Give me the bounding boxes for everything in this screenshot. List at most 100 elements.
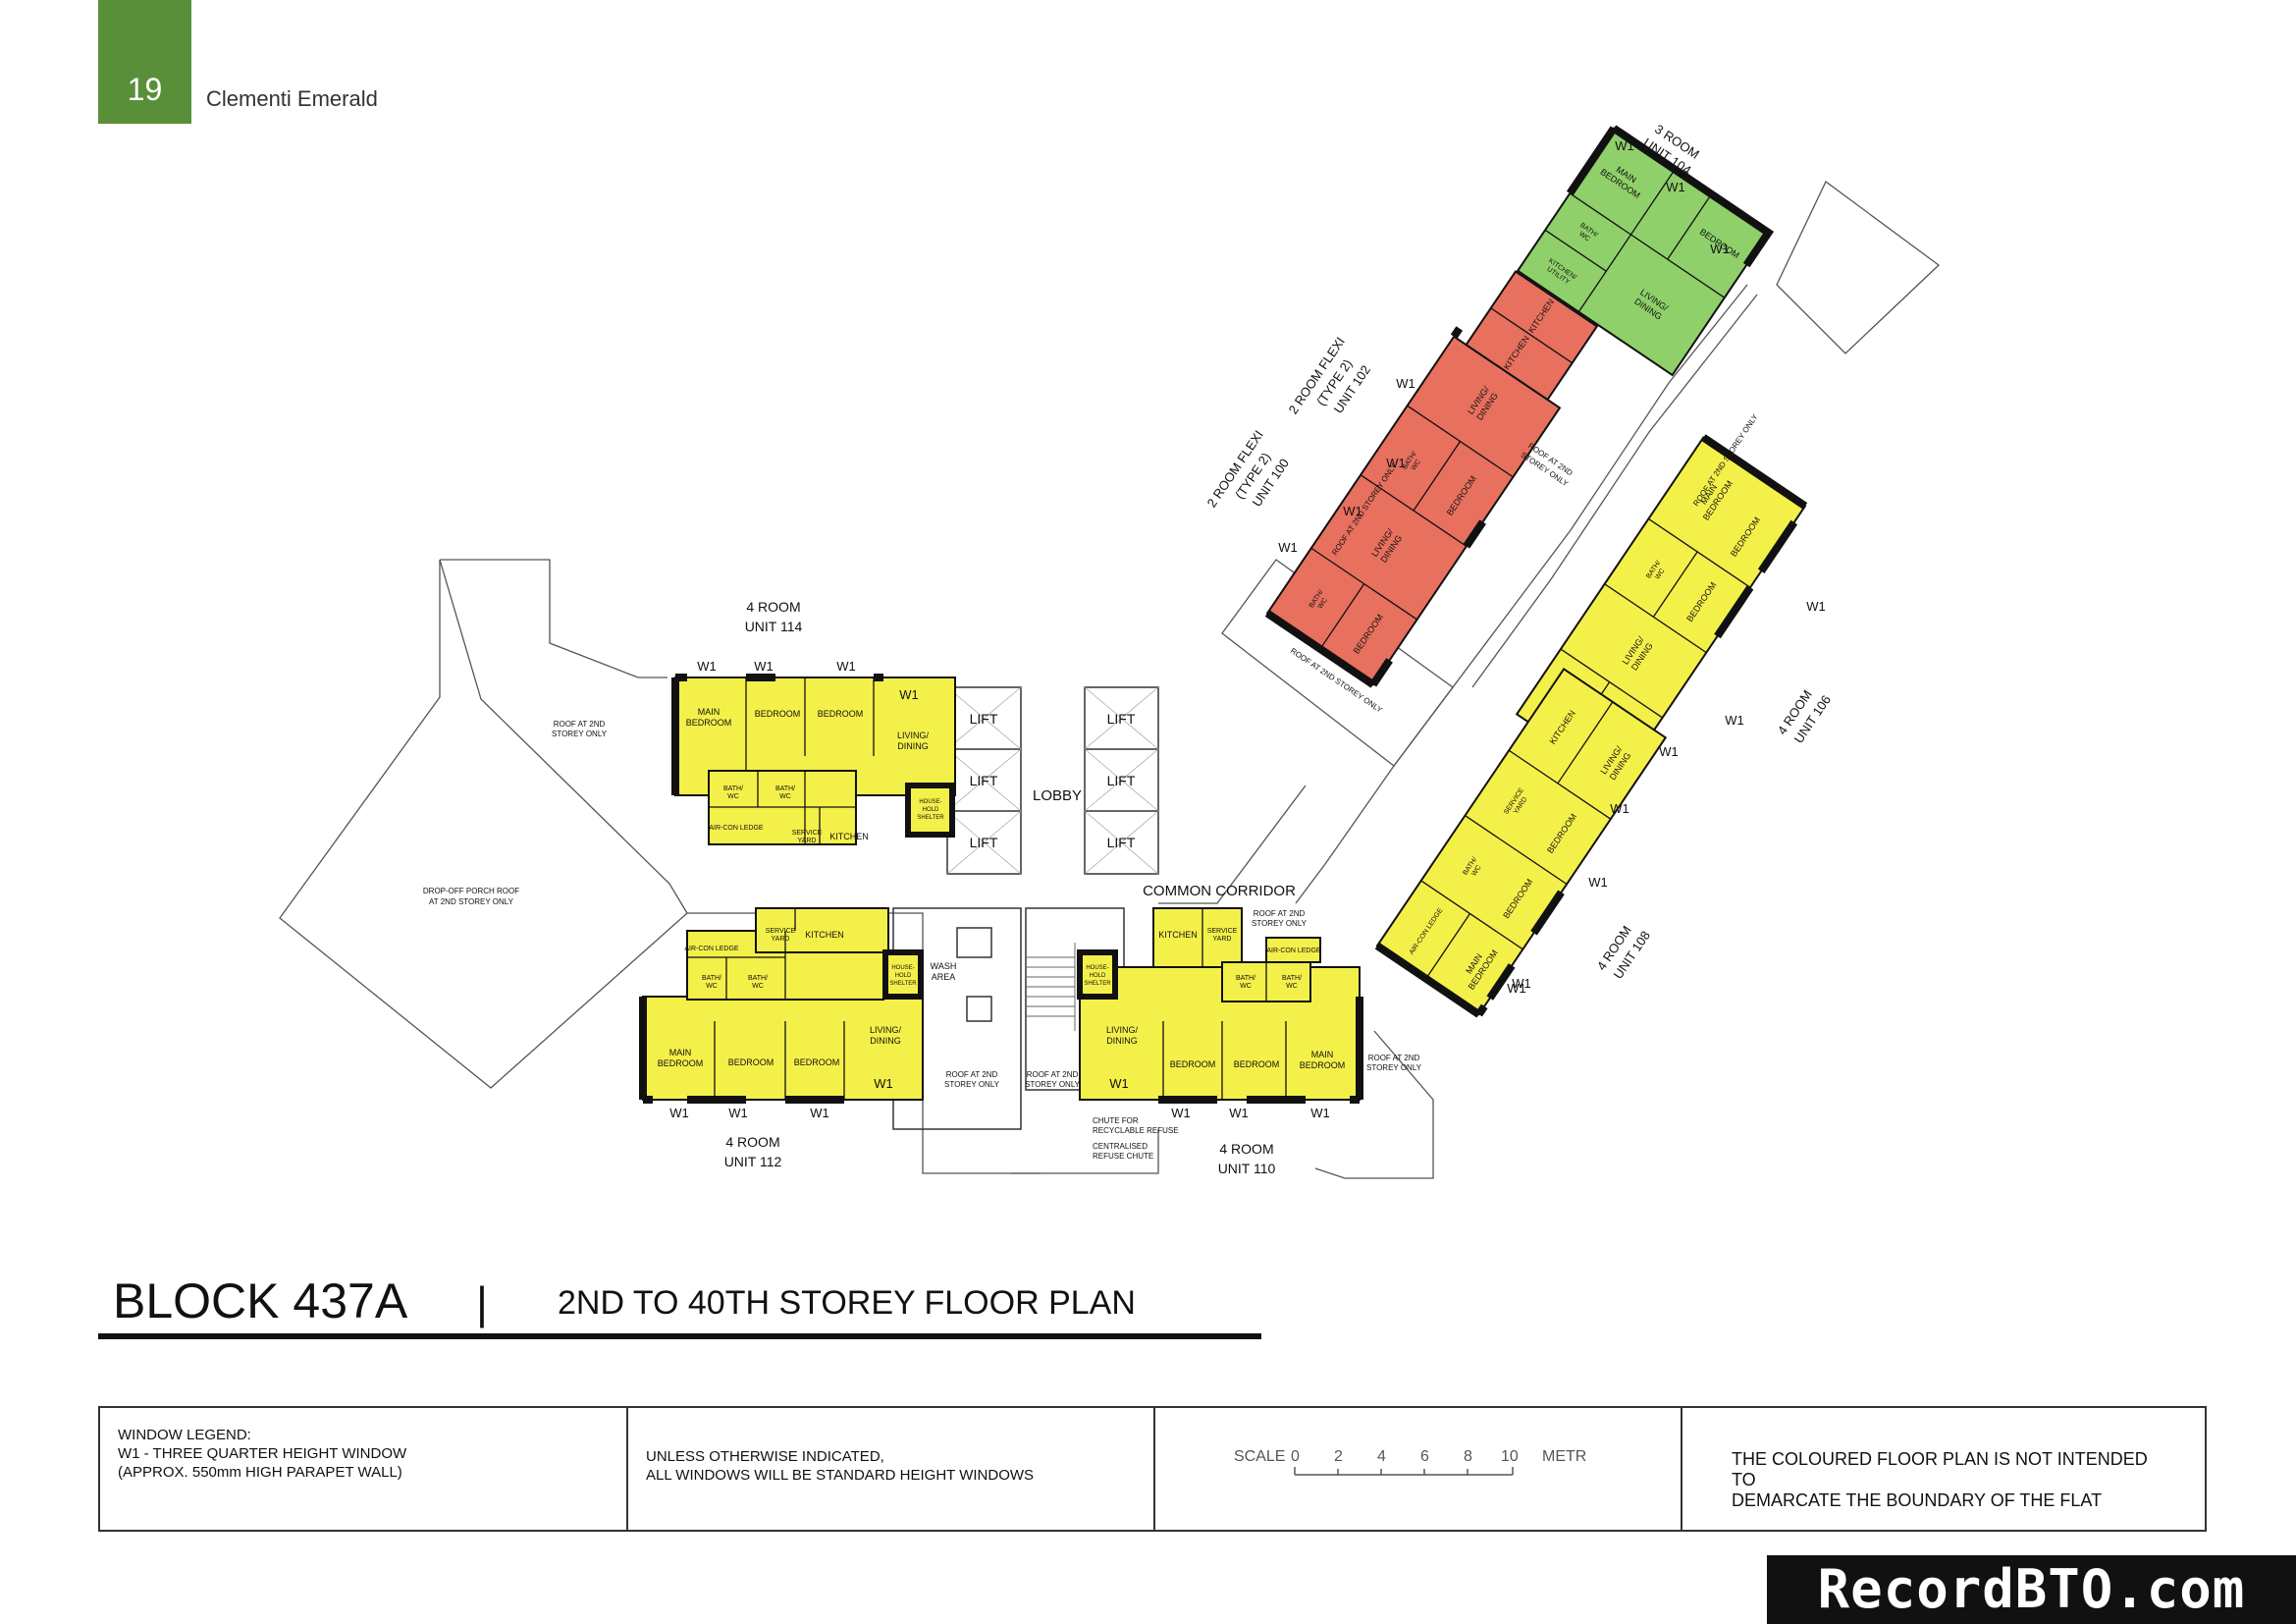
window-label: W1 [1386, 456, 1406, 470]
lift-label: LIFT [1107, 711, 1136, 727]
unit-110: MAIN BEDROOM BEDROOM BEDROOM LIVING/ DIN… [1077, 907, 1363, 1176]
svg-text:WC: WC [752, 983, 764, 990]
room-label: BEDROOM [1170, 1059, 1216, 1069]
watermark: RecordBTO.com [1767, 1555, 2296, 1624]
roof-label: ROOF AT 2ND [946, 1070, 998, 1079]
unit-label: 4 ROOM [746, 599, 800, 615]
corridor-diag-1 [1295, 765, 1395, 904]
unit-108: MAIN BEDROOM BEDROOM BEDROOM LIVING/ DIN… [1374, 667, 1668, 1018]
lift-label: LIFT [970, 711, 998, 727]
svg-text:STOREY ONLY: STOREY ONLY [552, 730, 608, 738]
room-label: BEDROOM [818, 709, 864, 719]
window-label: W1 [1109, 1076, 1129, 1091]
disclaimer: THE COLOURED FLOOR PLAN IS NOT INTENDED … [1682, 1408, 2205, 1530]
room-label: BEDROOM [1234, 1059, 1280, 1069]
window-label: W1 [669, 1106, 689, 1120]
title-underline [98, 1333, 1261, 1339]
room-label: LIVING/ [897, 731, 930, 740]
room-label: KITCHEN [1158, 930, 1198, 940]
window-label: W1 [697, 659, 717, 674]
room-label: SERVICE [1207, 928, 1238, 935]
svg-text:WC: WC [1240, 983, 1252, 990]
window-label: W1 [1229, 1106, 1249, 1120]
svg-text:UNIT 114: UNIT 114 [745, 619, 803, 634]
svg-text:8: 8 [1464, 1448, 1472, 1465]
svg-text:BEDROOM: BEDROOM [686, 718, 732, 728]
window-label: W1 [1396, 376, 1415, 391]
lift-label: LIFT [970, 773, 998, 788]
window-label: W1 [1278, 540, 1298, 555]
room-label: BEDROOM [728, 1057, 774, 1067]
window-label: W1 [754, 659, 774, 674]
room-label: LIVING/ [870, 1025, 902, 1035]
dropoff-roof-outline [279, 559, 688, 1089]
disclaimer-line: THE COLOURED FLOOR PLAN IS NOT INTENDED … [1732, 1449, 2148, 1489]
room-label: BEDROOM [794, 1057, 840, 1067]
svg-text:YARD: YARD [798, 838, 817, 844]
unit-label: 4 ROOM [1219, 1141, 1273, 1157]
svg-text:UNIT 112: UNIT 112 [724, 1154, 782, 1169]
svg-text:RECYCLABLE REFUSE: RECYCLABLE REFUSE [1093, 1126, 1179, 1135]
room-label: BATH/ [1236, 975, 1255, 982]
roof-label: ROOF AT 2ND [554, 720, 606, 729]
svg-text:STOREY ONLY: STOREY ONLY [1366, 1063, 1422, 1072]
window-legend-title: WINDOW LEGEND: [118, 1427, 251, 1443]
chute-centralised-label: CENTRALISED [1093, 1142, 1148, 1151]
room-label: BEDROOM [755, 709, 801, 719]
page-number: 19 [127, 72, 163, 107]
svg-text:DINING: DINING [897, 741, 929, 751]
window-label: W1 [1725, 713, 1744, 728]
svg-text:WC: WC [706, 983, 718, 990]
room-label: KITCHEN [805, 930, 844, 940]
scale-bar: SCALE 0 2 4 6 8 10 METRES [1155, 1408, 1682, 1530]
room-label: SERVICE [792, 830, 823, 837]
room-label: AIR-CON LEDGE [1266, 947, 1321, 954]
unit-114: MAIN BEDROOM BEDROOM BEDROOM LIVING/ DIN… [671, 599, 956, 845]
svg-text:BEDROOM: BEDROOM [658, 1058, 704, 1068]
roof-label: ROOF AT 2ND [1368, 1054, 1420, 1062]
stair-box-ne [1776, 181, 1941, 354]
project-name: Clementi Emerald [206, 86, 378, 111]
block-title: BLOCK 437A [113, 1273, 408, 1328]
window-label: W1 [1610, 801, 1629, 816]
window-legend-line: (APPROX. 550mm HIGH PARAPET WALL) [118, 1464, 402, 1481]
window-label: W1 [1171, 1106, 1191, 1120]
lift-shaft-right [1084, 686, 1159, 875]
lift-label: LIFT [970, 835, 998, 850]
unit-100-102: BEDROOM LIVING/ DINING BEDROOM LIVING/ D… [1264, 270, 1599, 688]
room-label: AIR-CON LEDGE [709, 825, 764, 832]
corridor-diag-2 [1158, 785, 1307, 904]
room-label: BATH/ [723, 785, 743, 792]
svg-text:4: 4 [1377, 1448, 1386, 1465]
room-label: AIR-CON LEDGE [684, 946, 739, 952]
page-number-badge: 19 [98, 0, 191, 124]
window-label: W1 [1710, 242, 1730, 256]
window-legend: WINDOW LEGEND: W1 - THREE QUARTER HEIGHT… [100, 1408, 628, 1530]
lobby-label: LOBBY [1033, 787, 1082, 804]
window-label: W1 [1806, 599, 1826, 614]
room-label: MAIN [669, 1048, 692, 1057]
disclaimer-line: DEMARCATE THE BOUNDARY OF THE FLAT [1732, 1490, 2103, 1510]
note-line: ALL WINDOWS WILL BE STANDARD HEIGHT WIND… [646, 1467, 1035, 1484]
svg-text:10: 10 [1501, 1448, 1519, 1465]
storey-title: 2ND TO 40TH STOREY FLOOR PLAN [558, 1284, 1136, 1322]
svg-text:2: 2 [1334, 1448, 1343, 1465]
svg-text:AREA: AREA [932, 972, 956, 982]
dropoff-label: DROP-OFF PORCH ROOF [423, 887, 519, 895]
svg-text:REFUSE CHUTE: REFUSE CHUTE [1093, 1152, 1153, 1161]
svg-text:SHELTER: SHELTER [889, 981, 917, 987]
svg-text:SHELTER: SHELTER [1084, 981, 1111, 987]
corridor-diag-3 [1393, 284, 1748, 767]
window-legend-line: W1 - THREE QUARTER HEIGHT WINDOW [118, 1445, 407, 1462]
svg-text:YARD: YARD [1213, 936, 1232, 943]
svg-text:STOREY ONLY: STOREY ONLY [944, 1080, 1000, 1089]
window-label: W1 [728, 1106, 748, 1120]
lift-label: LIFT [1107, 773, 1136, 788]
window-label: W1 [1659, 744, 1679, 759]
roof-label: ROOF AT 2ND [1254, 909, 1306, 918]
svg-text:UNIT 110: UNIT 110 [1218, 1161, 1276, 1176]
wash-area-label: WASH [931, 961, 957, 971]
common-corridor-label: COMMON CORRIDOR [1143, 883, 1296, 899]
window-label: W1 [1588, 875, 1608, 890]
